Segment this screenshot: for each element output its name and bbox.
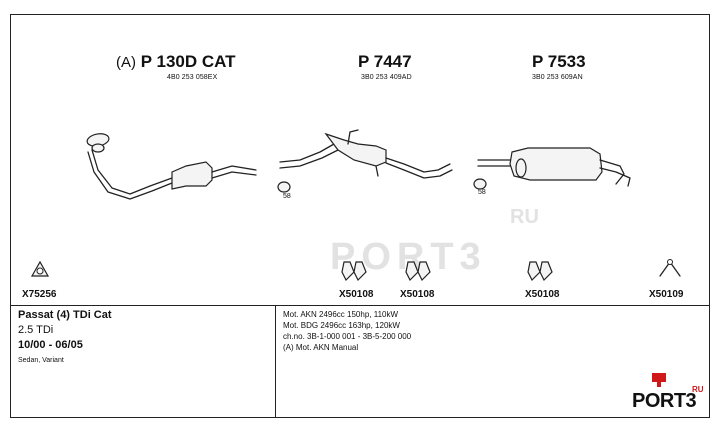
ring-ref-2: 58 — [478, 189, 486, 196]
rear-part-number: P 7533 — [532, 52, 586, 71]
hanger-icon — [659, 259, 681, 277]
ring-ref-1: 58 — [283, 193, 291, 200]
middle-part-number: P 7447 — [358, 52, 412, 71]
logo-suffix: RU — [692, 385, 704, 394]
note-line: ch.no. 3B-1-000 001 - 3B-5-200 000 — [283, 332, 412, 341]
front-oem-number: 4B0 253 058EX — [167, 74, 218, 81]
note-line: (A) Mot. AKN Manual — [283, 343, 359, 352]
hanger-code: X50109 — [649, 289, 684, 300]
front-part-title: (A) P 130D CAT — [116, 52, 236, 72]
vehicle-model: Passat (4) TDi Cat — [18, 309, 112, 321]
diagram-frame — [10, 14, 710, 418]
clamp-icon-3 — [527, 261, 553, 282]
engine-notes: Mot. AKN 2496cc 150hp, 110kW Mot. BDG 24… — [283, 309, 411, 353]
vehicle-years: 10/00 - 06/05 — [18, 339, 83, 351]
front-part-number: P 130D CAT — [140, 52, 236, 71]
clamp-icon-1 — [341, 261, 367, 282]
watermark-suffix: RU — [510, 206, 539, 228]
note-line: Mot. AKN 2496cc 150hp, 110kW — [283, 310, 399, 319]
info-top-line — [10, 305, 710, 306]
vehicle-engine: 2.5 TDi — [18, 324, 54, 336]
info-divider — [275, 305, 276, 418]
clamp-icon-2 — [405, 261, 431, 282]
gasket-icon — [30, 260, 50, 277]
front-prefix: (A) — [116, 54, 136, 71]
note-line: Mot. BDG 2496cc 163hp, 120kW — [283, 321, 400, 330]
port3-logo: RU PORT3 — [628, 372, 712, 422]
clamp-code-2: X50108 — [400, 289, 435, 300]
ring-clamp-2 — [473, 178, 487, 190]
rear-oem-number: 3B0 253 609AN — [532, 74, 583, 81]
vehicle-info: Passat (4) TDi Cat 2.5 TDi 10/00 - 06/05… — [18, 309, 112, 364]
middle-silencer — [279, 129, 453, 179]
logo-text: PORT3 — [632, 390, 697, 412]
middle-oem-number: 3B0 253 409AD — [361, 74, 412, 81]
gasket-code: X75256 — [22, 289, 57, 300]
vehicle-body: Sedan, Variant — [18, 357, 64, 364]
ring-clamp-1 — [277, 181, 291, 193]
clamp-code-1: X50108 — [339, 289, 374, 300]
clamp-code-3: X50108 — [525, 289, 560, 300]
piston-icon — [652, 373, 666, 387]
rear-silencer — [477, 147, 631, 187]
front-pipe-cat — [86, 133, 257, 200]
